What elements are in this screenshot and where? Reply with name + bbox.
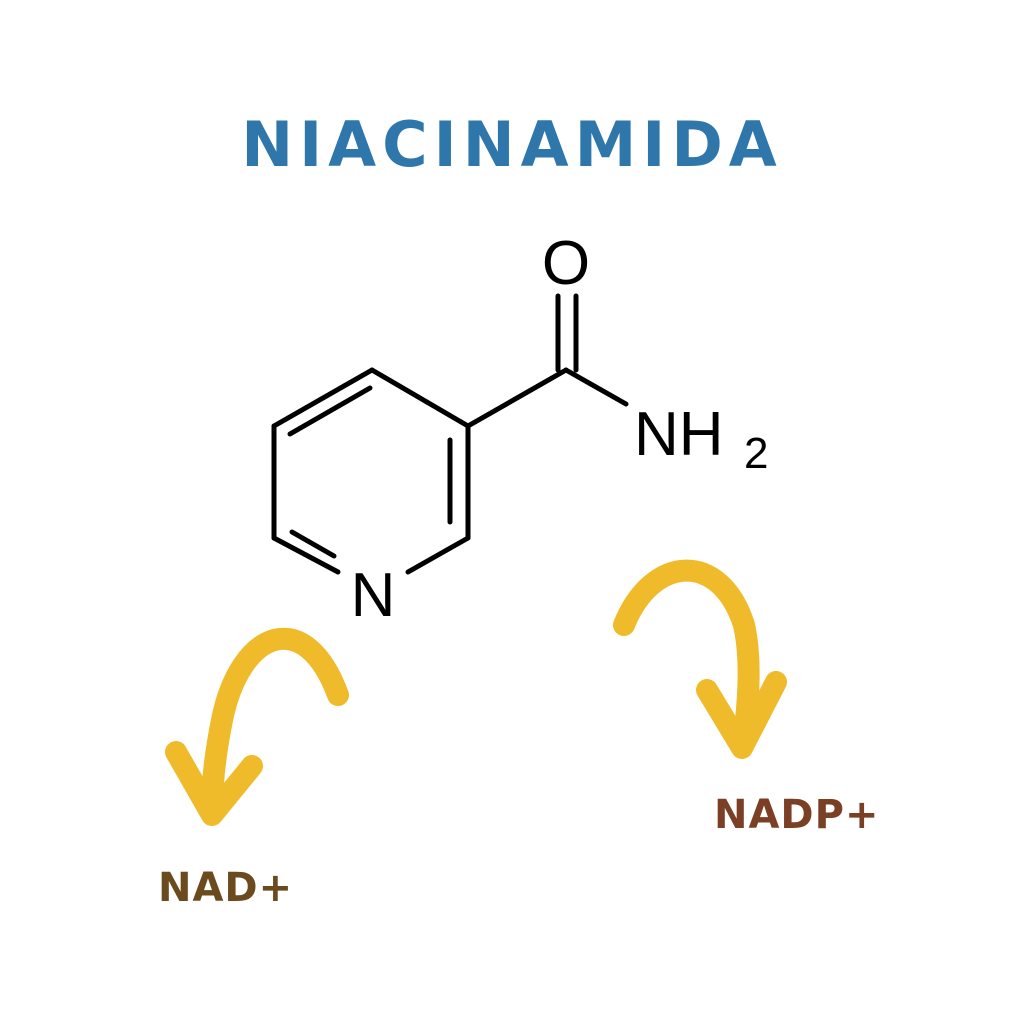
amine-subscript-label: 2 xyxy=(744,429,768,478)
double-bond-inner-top xyxy=(287,385,373,437)
pyridine-ring xyxy=(271,367,471,575)
bond-c3-c4 xyxy=(369,367,471,429)
ring-nitrogen-label: N xyxy=(351,561,396,630)
bond-c2-c3 xyxy=(271,367,375,429)
oxygen-atom-label: O xyxy=(542,229,590,298)
bond-c5-n xyxy=(405,535,471,575)
page-title: NIACINAMIDA xyxy=(241,108,783,181)
bond-carbonyl-amine xyxy=(563,367,629,407)
double-bond-inner-bottom xyxy=(289,529,337,559)
nadp-product-label: NADP+ xyxy=(714,792,880,838)
amine-atom-label: NH xyxy=(634,400,724,469)
curved-arrow-down-left-icon xyxy=(165,627,349,826)
carboxamide-group xyxy=(465,293,629,429)
nad-product-label: NAD+ xyxy=(158,865,294,911)
curved-arrow-down-right-icon xyxy=(613,559,787,759)
bond-n-c1 xyxy=(271,535,341,575)
bond-ring-carbonyl xyxy=(465,367,569,429)
